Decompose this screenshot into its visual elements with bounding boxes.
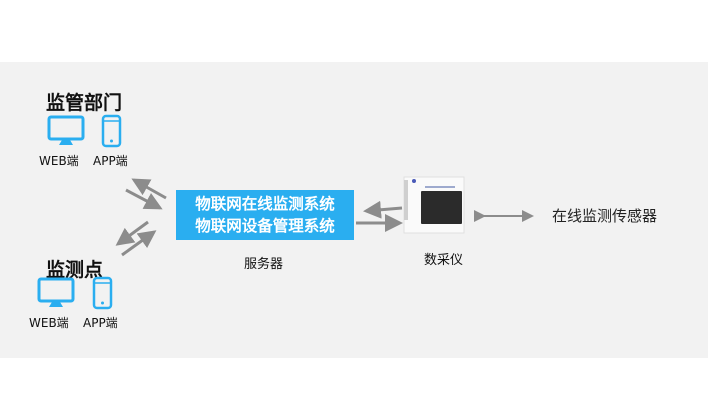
diagram-background [0,62,708,358]
server-box: 物联网在线监测系统 物联网设备管理系统 [176,190,354,240]
monitor-point-title: 监测点 [46,259,104,281]
collector-caption: 数采仪 [424,253,464,268]
sensor-label: 在线监测传感器 [552,207,658,225]
server-system-line1: 物联网在线监测系统 [195,195,335,213]
data-collector-device [403,176,465,234]
phone-icon [101,114,122,148]
monitor-point-web-label: WEB端 [29,316,69,330]
regulator-app-label: APP端 [93,154,128,168]
phone-icon [92,276,113,310]
connection-arrows [115,178,403,257]
regulator-web-label: WEB端 [39,154,79,168]
monitor-point-app-label: APP端 [83,316,118,330]
monitor-icon [37,277,75,307]
server-caption: 服务器 [244,257,284,272]
monitor-icon [47,115,85,145]
server-system-line2: 物联网设备管理系统 [195,217,335,235]
regulator-title: 监管部门 [46,92,123,114]
